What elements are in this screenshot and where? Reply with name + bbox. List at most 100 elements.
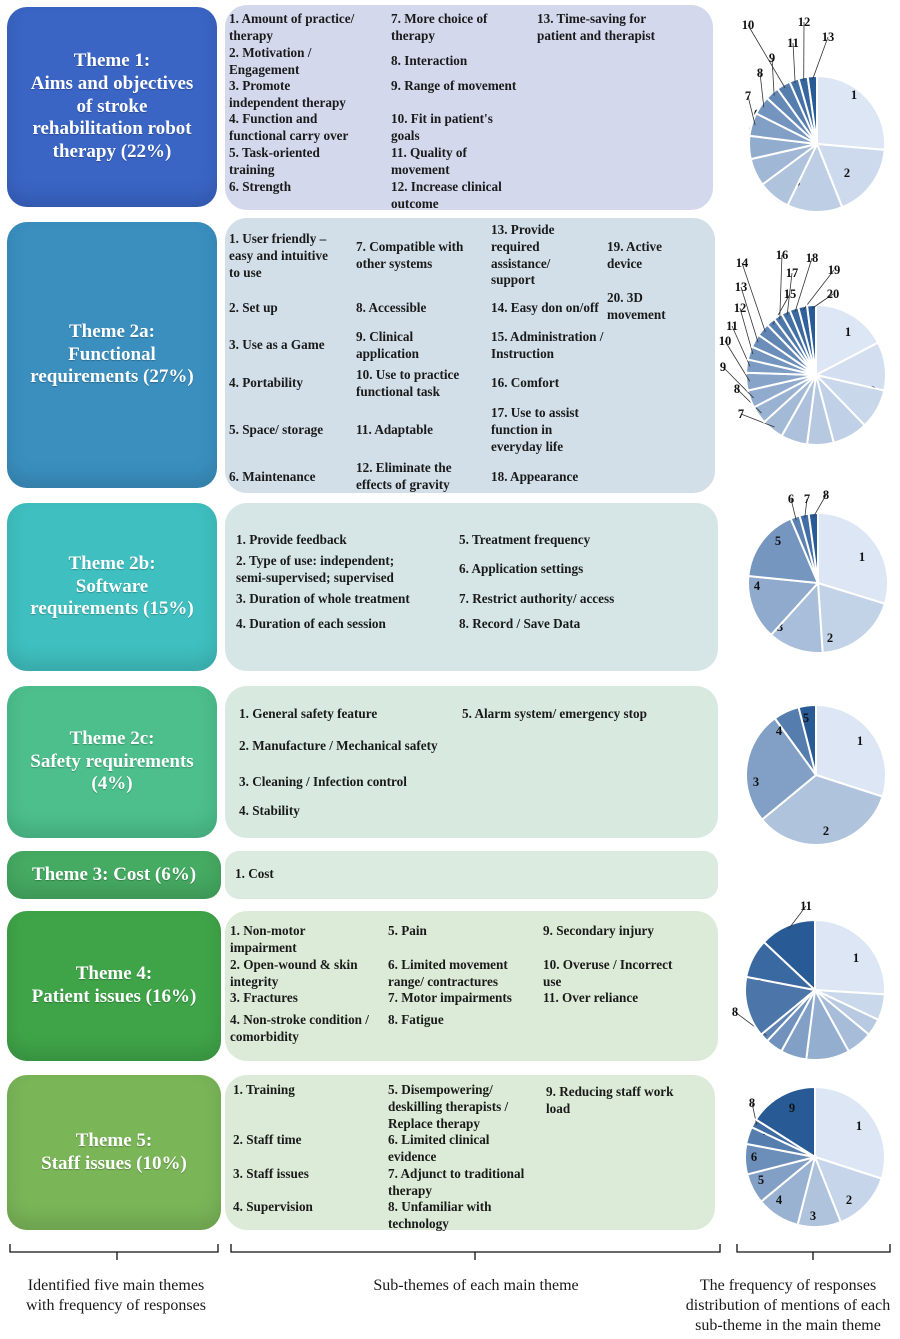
theme-1-subthemes: 1. Amount of practice/ therapy 2. Motiva… <box>225 5 713 211</box>
theme-2b-title: Theme 2b: Software requirements (15%) <box>30 552 194 620</box>
subtheme-item: 6. Application settings <box>459 561 584 576</box>
pie-slice-2 <box>816 581 887 654</box>
bottom-brackets <box>9 1244 891 1260</box>
pie-leader-line <box>813 494 827 517</box>
pie-leader-line <box>724 340 751 382</box>
subtheme-item: 3. Staff issues <box>233 1166 309 1181</box>
pie-label-5: 5 <box>803 711 809 725</box>
subtheme-item: 9. Secondary injury <box>543 923 654 938</box>
subtheme-item: 7. Restrict authority/ access <box>459 591 615 606</box>
theme-3-subthemes: 1. Cost <box>225 851 718 899</box>
pie-label-2: 2 <box>823 824 829 838</box>
subtheme-item: 5. Task-oriented training <box>229 145 320 177</box>
pie-slice-3 <box>769 580 824 654</box>
theme-3-title: Theme 3: Cost (6%) <box>31 863 197 885</box>
subtheme-item: 18. Appearance <box>491 469 579 484</box>
subtheme-item: 3. Use as a Game <box>229 337 325 352</box>
theme-2a-title: Theme 2a: Functional requirements (27%) <box>30 320 194 388</box>
subtheme-item: 1. Amount of practice/ therapy <box>229 11 355 43</box>
pie-label-13: 13 <box>822 30 835 44</box>
subtheme-item: 12. Eliminate the effects of gravity <box>356 460 452 492</box>
pie-label-16: 16 <box>776 248 789 262</box>
subtheme-item: 17. Use to assist function in everyday l… <box>491 405 579 454</box>
subtheme-item: 7. Adjunct to traditional therapy <box>388 1166 525 1198</box>
theme-5-subthemes: 1. Training 2. Staff time 3. Staff issue… <box>225 1075 715 1231</box>
pie-label-5: 5 <box>758 1173 764 1187</box>
pie-slice-9 <box>754 1085 816 1159</box>
pie-label-2: 2 <box>846 1193 852 1207</box>
pie-label-2: 2 <box>844 166 850 180</box>
pie-leader-line <box>759 72 765 108</box>
subtheme-item: 7. More choice of therapy <box>391 11 488 43</box>
pie-slice-5 <box>797 703 817 776</box>
pie-slice-1 <box>814 1085 886 1180</box>
subtheme-item: 6. Limited movement range/ contractures <box>388 957 508 989</box>
pie-label-1: 1 <box>859 550 865 564</box>
pie-leader-line <box>751 1102 758 1126</box>
pie-slice-2 <box>813 1155 883 1224</box>
pie-leader-line <box>811 293 834 309</box>
pie-leader-line <box>740 413 775 428</box>
pie-slice-9 <box>744 975 818 1037</box>
subtheme-item: 10. Use to practice functional task <box>356 367 460 399</box>
pie-leader-line <box>779 254 783 320</box>
subtheme-item: 2. Type of use: independent; semi-superv… <box>236 553 395 585</box>
subtheme-item: 4. Supervision <box>233 1199 313 1214</box>
pie-slice-1 <box>815 703 887 798</box>
pie-label-7: 7 <box>804 492 810 506</box>
theme-5-box: Theme 5: Staff issues (10%) <box>7 1075 221 1230</box>
pie-leader-line <box>771 57 775 96</box>
pie-leader-line <box>788 905 807 930</box>
subtheme-item: 12. Increase clinical outcome <box>391 179 502 211</box>
pie-label-14: 14 <box>736 256 749 270</box>
pie-leader-line <box>739 307 754 355</box>
pie-label-1: 1 <box>851 88 857 102</box>
pie-leader-line <box>736 388 762 414</box>
subtheme-item: 11. Adaptable <box>356 422 433 437</box>
pie-label-20: 20 <box>827 287 840 301</box>
subtheme-item: 5. Treatment frequency <box>459 532 591 547</box>
theme-2c-title: Theme 2c: Safety requirements (4%) <box>30 727 194 795</box>
pie-label-19: 19 <box>828 263 841 277</box>
pie-slice-13 <box>806 74 818 145</box>
pie-label-17: 17 <box>786 266 799 280</box>
theme-3-box: Theme 3: Cost (6%) <box>7 851 221 899</box>
subtheme-item: 6. Maintenance <box>229 469 316 484</box>
pie-slice-3 <box>745 716 818 822</box>
subtheme-item: 2. Set up <box>229 300 278 315</box>
theme-5-title: Theme 5: Staff issues (10%) <box>41 1129 187 1174</box>
pie-slice-2 <box>815 142 886 209</box>
pie-slice-3 <box>786 141 844 213</box>
pie-label-1: 1 <box>845 325 851 339</box>
theme-2b-box: Theme 2b: Software requirements (15%) <box>7 503 217 671</box>
subtheme-item: 11. Over reliance <box>543 990 639 1005</box>
pie-label-1: 1 <box>857 734 863 748</box>
subtheme-item: 9. Reducing staff work load <box>546 1084 674 1116</box>
pie-label-9: 9 <box>789 1101 795 1115</box>
theme-2c-box: Theme 2c: Safety requirements (4%) <box>7 686 217 838</box>
subtheme-item: 4. Non-stroke condition / comorbidity <box>230 1012 369 1044</box>
pie-label-4: 4 <box>754 579 761 593</box>
pie-label-8: 8 <box>757 66 763 80</box>
pie-label-5: 5 <box>775 534 781 548</box>
pie-leader-line <box>741 262 766 333</box>
subtheme-item: 19. Active device <box>607 239 662 271</box>
pie-label-9: 9 <box>720 360 726 374</box>
pie-label-8: 8 <box>732 1005 738 1019</box>
pie-leader-line <box>740 286 759 343</box>
pie-label-8: 8 <box>749 1096 755 1110</box>
subtheme-item: 14. Easy don on/off <box>491 300 599 315</box>
pie-label-12: 12 <box>734 301 747 315</box>
pie-leader-line <box>747 95 756 126</box>
subtheme-item: 1. User friendly – easy and intuitive to… <box>229 231 328 280</box>
subtheme-item: 1. Training <box>233 1082 295 1097</box>
pie-label-3: 3 <box>810 1209 816 1223</box>
subtheme-item: 1. General safety feature <box>239 706 378 721</box>
theme-2a-subthemes: 1. User friendly – easy and intuitive to… <box>225 218 715 493</box>
footer-main-themes-caption: Identified five main themes with frequen… <box>26 1277 206 1314</box>
pie-label-1: 1 <box>853 951 859 965</box>
